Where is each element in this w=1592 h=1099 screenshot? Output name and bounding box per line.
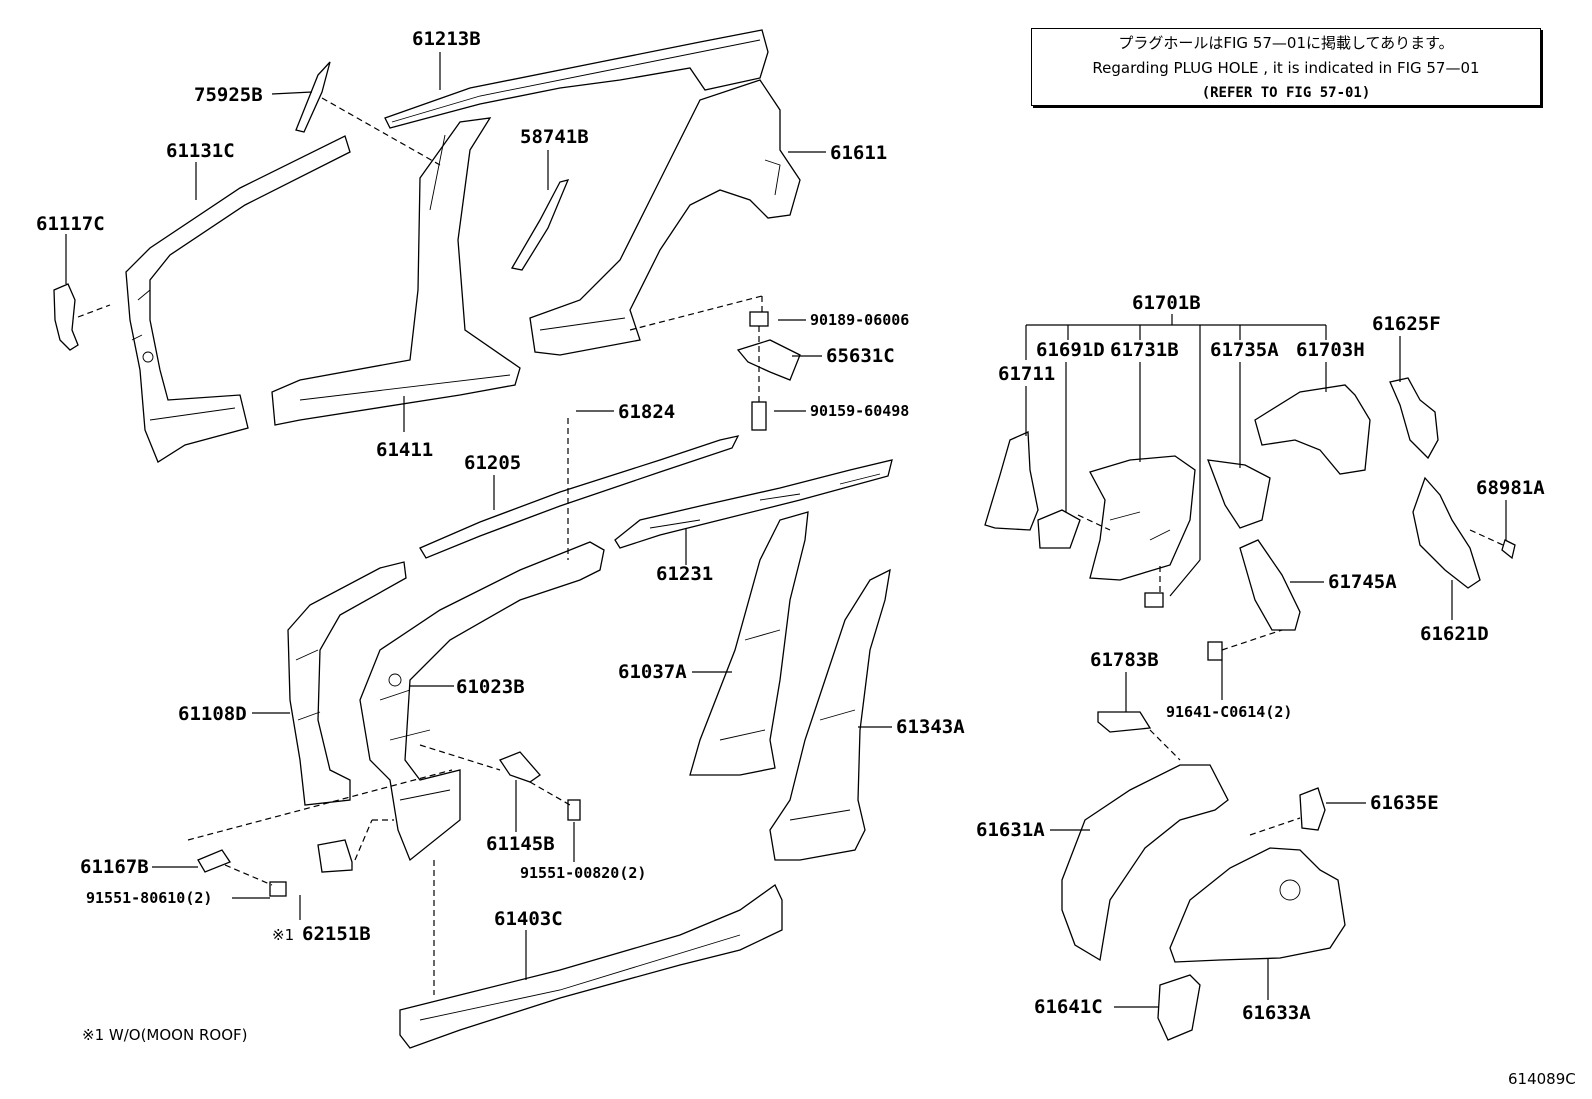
callout-68981A: 68981A — [1476, 477, 1545, 499]
part-61783B — [1097, 711, 1152, 733]
part-61635E — [1299, 787, 1326, 831]
assembly-dashed-lines — [77, 97, 1504, 995]
callout-61625F: 61625F — [1372, 313, 1441, 335]
callout-61213B: 61213B — [412, 28, 481, 50]
callout-labels: 61213B 75925B 58741B 61611 61131C 61117C… — [36, 28, 1545, 1024]
part-75925B — [295, 61, 331, 133]
notice-line-jp: プラグホールはFIG 57—01に掲載してあります。 — [1118, 34, 1454, 52]
callout-61167B: 61167B — [80, 856, 149, 878]
callout-61037A: 61037A — [618, 661, 687, 683]
callout-61745A: 61745A — [1328, 571, 1397, 593]
part-58741B — [510, 179, 570, 271]
part-61167B — [197, 839, 353, 897]
part-61735A — [1207, 459, 1271, 529]
part-61343A — [769, 568, 891, 861]
callout-58741B: 58741B — [520, 126, 589, 148]
callout-61711: 61711 — [998, 363, 1055, 385]
part-61117C — [53, 283, 79, 351]
callout-61703H: 61703H — [1296, 339, 1365, 361]
part-61703H — [1254, 384, 1371, 475]
part-61731B — [1089, 455, 1196, 608]
part-61641C — [1157, 974, 1201, 1041]
callout-91641-C0614: 91641-C0614(2) — [1166, 703, 1292, 721]
leader-lines — [65, 52, 1507, 1008]
callout-61621D: 61621D — [1420, 623, 1489, 645]
callout-61023B: 61023B — [456, 676, 525, 698]
part-61131C — [125, 135, 351, 463]
part-center-outer — [271, 117, 521, 426]
part-61231 — [614, 459, 893, 549]
part-61205 — [419, 435, 740, 559]
part-61745A — [1207, 539, 1301, 661]
callout-61631A: 61631A — [976, 819, 1045, 841]
part-68981A — [1501, 539, 1516, 560]
part-61631A — [1061, 764, 1229, 962]
callout-75925B: 75925B — [194, 84, 263, 106]
callout-61824: 61824 — [618, 401, 675, 423]
callout-61735A: 61735A — [1210, 339, 1279, 361]
callout-62151B: 62151B — [302, 923, 371, 945]
callout-61117C: 61117C — [36, 213, 105, 235]
part-61403C — [399, 884, 783, 1049]
part-61023B — [359, 541, 605, 862]
callout-61691D: 61691D — [1036, 339, 1105, 361]
callout-65631C: 65631C — [826, 345, 895, 367]
callout-90189-06006: 90189-06006 — [810, 311, 909, 329]
callout-61611: 61611 — [830, 142, 887, 164]
plug-hole-notice: プラグホールはFIG 57—01に掲載してあります。 Regarding PLU… — [1031, 28, 1541, 106]
notice-line-en: Regarding PLUG HOLE , it is indicated in… — [1092, 59, 1480, 77]
figure-code: 614089C — [1508, 1070, 1576, 1088]
part-61621D — [1412, 476, 1481, 589]
part-61633A — [1169, 847, 1346, 963]
callout-61411: 61411 — [376, 439, 433, 461]
callout-61641C: 61641C — [1034, 996, 1103, 1018]
callout-91551-00820: 91551-00820(2) — [520, 864, 646, 882]
callout-61145B: 61145B — [486, 833, 555, 855]
part-65631C — [736, 311, 801, 431]
callout-61205: 61205 — [464, 452, 521, 474]
part-61691D — [1037, 509, 1081, 549]
part-61108D — [287, 561, 407, 806]
callout-61343A: 61343A — [896, 716, 965, 738]
part-61145B — [499, 751, 581, 821]
part-61711 — [984, 431, 1039, 531]
notice-line-ref: (REFER TO FIG 57-01) — [1201, 85, 1371, 101]
callout-61231: 61231 — [656, 563, 713, 585]
callout-61131C: 61131C — [166, 140, 235, 162]
callout-61701B: 61701B — [1132, 292, 1201, 314]
callout-61633A: 61633A — [1242, 1002, 1311, 1024]
callout-61403C: 61403C — [494, 908, 563, 930]
callout-61635E: 61635E — [1370, 792, 1439, 814]
callout-62151B-mark: ※1 — [272, 926, 294, 944]
part-61625F — [1389, 377, 1439, 460]
part-61213B — [384, 29, 769, 129]
callout-61783B: 61783B — [1090, 649, 1159, 671]
callout-90159-60498: 90159-60498 — [810, 402, 909, 420]
callout-61108D: 61108D — [178, 703, 247, 725]
footnote-moon-roof: ※1 W/O(MOON ROOF) — [82, 1026, 248, 1044]
callout-61731B: 61731B — [1110, 339, 1179, 361]
part-61037A — [689, 511, 809, 776]
callout-91551-80610: 91551-80610(2) — [86, 889, 212, 907]
part-61611 — [529, 79, 801, 356]
